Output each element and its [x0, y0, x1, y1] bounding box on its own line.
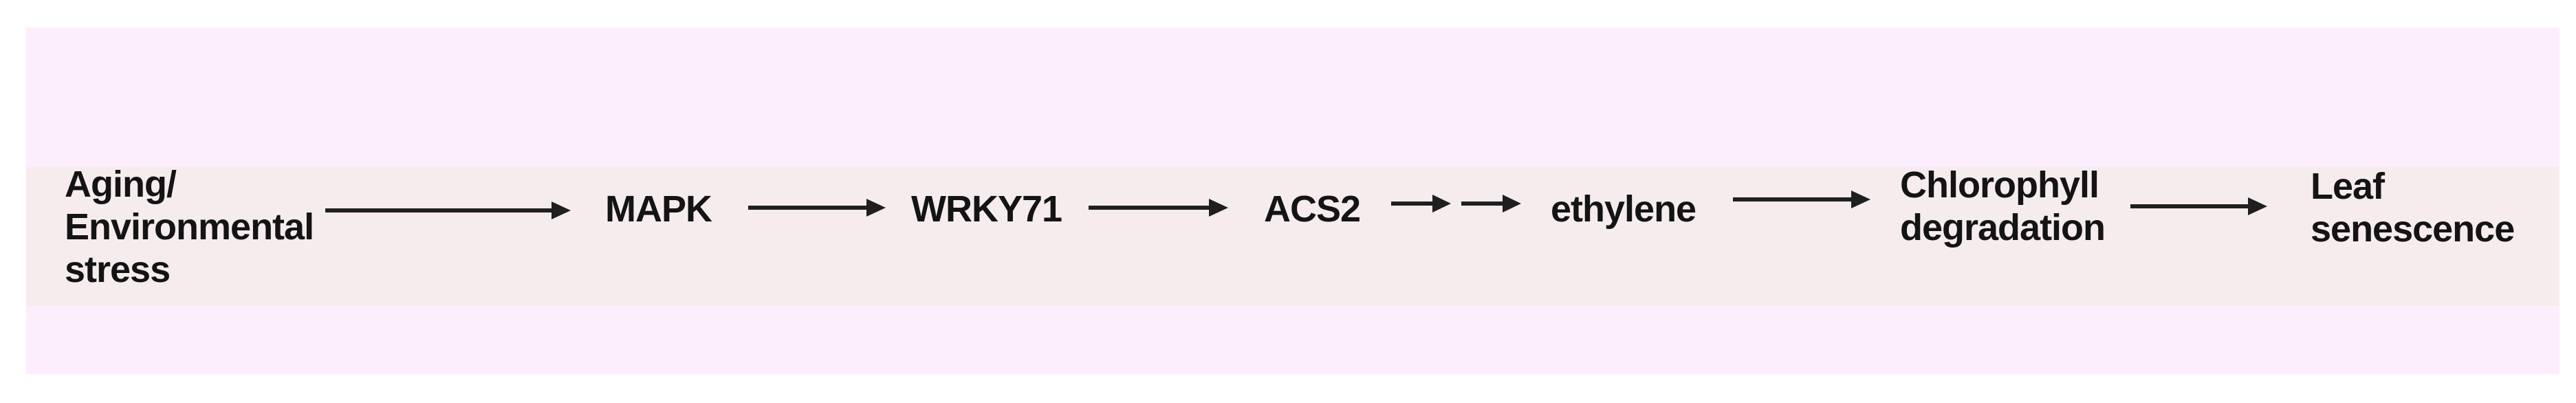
node-label-line: MAPK [605, 188, 712, 230]
node-label-line: ACS2 [1264, 188, 1361, 230]
node-chlorophyll-degradation: Chlorophyll degradation [1900, 164, 2106, 249]
node-label-line: WRKY71 [911, 188, 1062, 230]
right-arrow-icon [1461, 195, 1521, 213]
right-arrow-icon [1391, 195, 1451, 213]
right-arrow-icon [325, 202, 571, 219]
node-wrky71: WRKY71 [911, 188, 1062, 230]
node-label-line: ethylene [1551, 188, 1696, 230]
right-arrow-icon [2130, 197, 2267, 215]
node-label-line: degradation [1900, 207, 2106, 248]
node-leaf-senescence: Leaf senescence [2311, 165, 2515, 250]
node-mapk: MAPK [605, 188, 712, 230]
node-label-line: stress [65, 249, 171, 290]
node-label-line: Aging/ [65, 164, 177, 205]
node-acs2: ACS2 [1264, 188, 1361, 230]
node-ethylene: ethylene [1551, 188, 1696, 230]
right-arrow-icon [748, 199, 886, 217]
right-arrow-icon [1733, 190, 1870, 208]
node-label-line: Environmental [65, 206, 314, 248]
right-arrow-icon [1089, 199, 1228, 217]
node-label-line: senescence [2311, 208, 2515, 250]
node-label-line: Chlorophyll [1900, 164, 2099, 206]
node-aging-environmental-stress: Aging/ Environmental stress [65, 163, 314, 291]
node-label-line: Leaf [2311, 166, 2385, 207]
diagram-band [26, 167, 2559, 306]
